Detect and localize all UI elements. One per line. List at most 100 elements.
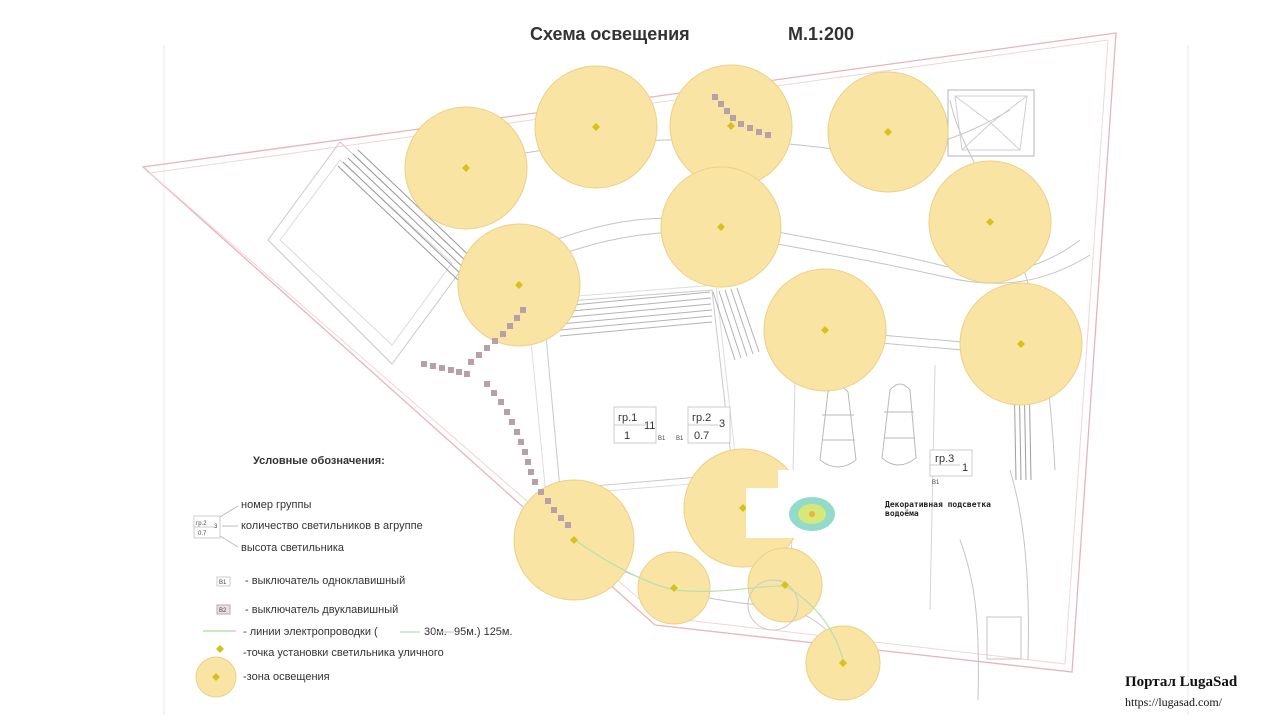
paving-tile: [507, 323, 513, 329]
legend-sample-count: 3: [214, 524, 218, 530]
legend-heading: Условные обозначения:: [253, 455, 385, 467]
switch-code: В1: [658, 436, 666, 442]
paving-tile: [514, 315, 520, 321]
pond-light-icon: [809, 511, 815, 517]
legend-wiring-a: - линии электропроводки (: [243, 626, 378, 638]
paving-tile: [765, 132, 771, 138]
paving-tile: [514, 429, 520, 435]
paving-tile: [476, 352, 482, 358]
group-height: 1: [624, 430, 630, 442]
terrace-hatch: [559, 287, 760, 361]
tile-path: [421, 94, 771, 528]
car-icon: [819, 385, 857, 468]
plan-title: Схема освещения: [530, 24, 690, 44]
lamp-point: [592, 123, 600, 131]
legend-switch1: - выключатель одноклавишный: [245, 575, 405, 587]
paving-tile: [439, 365, 445, 371]
legend: Условные обозначения: гр.2 3 0.7 номер г…: [193, 455, 513, 698]
group-label: гр.2 3 0.7 В1: [676, 406, 731, 444]
illumination-zones: [404, 64, 1083, 701]
legend-height: высота светильника: [241, 542, 345, 554]
lamp-point: [821, 326, 829, 334]
legend-zone: -зона освещения: [243, 671, 330, 683]
shed: [947, 89, 1035, 157]
lamp-points: [462, 122, 1025, 667]
paving-tile: [558, 515, 564, 521]
paving-tile: [484, 345, 490, 351]
legend-count: количество светильников в агруппе: [241, 520, 423, 532]
paving-tile: [491, 390, 497, 396]
group-count: 1: [962, 462, 968, 474]
group-count: 3: [719, 418, 725, 430]
paving-tile: [551, 507, 557, 513]
legend-switch2-code: В2: [219, 608, 227, 614]
group-number: гр.2: [692, 412, 711, 424]
paving-tile: [738, 121, 744, 127]
group-label: гр.3 1 В1: [929, 449, 973, 486]
switch2-icon: [216, 604, 231, 615]
group-count: 11: [644, 420, 655, 432]
paving-tile: [545, 498, 551, 504]
paving-tile: [712, 94, 718, 100]
switch-code: В1: [676, 436, 684, 442]
lamp-point: [515, 281, 523, 289]
paving-tile: [484, 381, 490, 387]
legend-switch1-code: В1: [219, 580, 227, 586]
paving-tile: [518, 439, 524, 445]
paving-tile: [492, 338, 498, 344]
paving-tile: [565, 522, 571, 528]
paving-tile: [430, 363, 436, 369]
switch1-icon: [216, 576, 231, 587]
paving-tile: [500, 331, 506, 337]
legend-sample-group: гр.2: [196, 521, 207, 527]
paving-tile: [464, 371, 470, 377]
parking-line: [929, 364, 936, 611]
lamp-point: [462, 164, 470, 172]
plan-scale: М.1:200: [788, 24, 854, 44]
lamp-point: [986, 218, 994, 226]
paving-tile: [538, 489, 544, 495]
watermark-url: https://lugasad.com/: [1125, 695, 1223, 709]
paving-tile: [525, 459, 531, 465]
legend-switch2: - выключатель двуклавишный: [245, 604, 398, 616]
paving-tile: [718, 101, 724, 107]
lamp-point: [781, 581, 789, 589]
paving-tile: [498, 399, 504, 405]
pond-mask: [778, 470, 800, 490]
bench: [986, 616, 1022, 660]
paving-tile: [730, 115, 736, 121]
lamp-point: [884, 128, 892, 136]
switch-code: В1: [932, 480, 940, 486]
paving-tile: [468, 359, 474, 365]
car-icon: [881, 383, 917, 466]
plot-boundary-inner: [148, 39, 1109, 665]
legend-group-number: номер группы: [241, 499, 311, 511]
paving-tile: [528, 469, 534, 475]
paving-tile: [532, 479, 538, 485]
legend-sample-height: 0.7: [198, 531, 207, 537]
group-height: 0.7: [694, 430, 709, 442]
garden-bed: [747, 579, 799, 631]
paving-tile: [504, 409, 510, 415]
lamp-point: [670, 584, 678, 592]
paving-tile: [421, 361, 427, 367]
group-number: гр.3: [935, 453, 954, 465]
group-number: гр.1: [618, 412, 637, 424]
paving-tile: [448, 367, 454, 373]
paving-tile: [522, 449, 528, 455]
lamp-point-icon: [216, 645, 224, 653]
lamp-point: [570, 536, 578, 544]
lamp-point: [1017, 340, 1025, 348]
pond-label-line1: Декоративная подсветка: [885, 500, 991, 509]
paving-tile: [747, 125, 753, 131]
paving-tile: [456, 369, 462, 375]
lamp-point: [717, 223, 725, 231]
plot-boundary: [141, 32, 1117, 673]
lamp-point: [739, 504, 747, 512]
watermark-name: Портал LugaSad: [1125, 674, 1238, 690]
paving-tile: [756, 129, 762, 135]
lamp-point: [839, 659, 847, 667]
lamp-point-icon: [212, 673, 220, 681]
paving-tile: [520, 307, 526, 313]
